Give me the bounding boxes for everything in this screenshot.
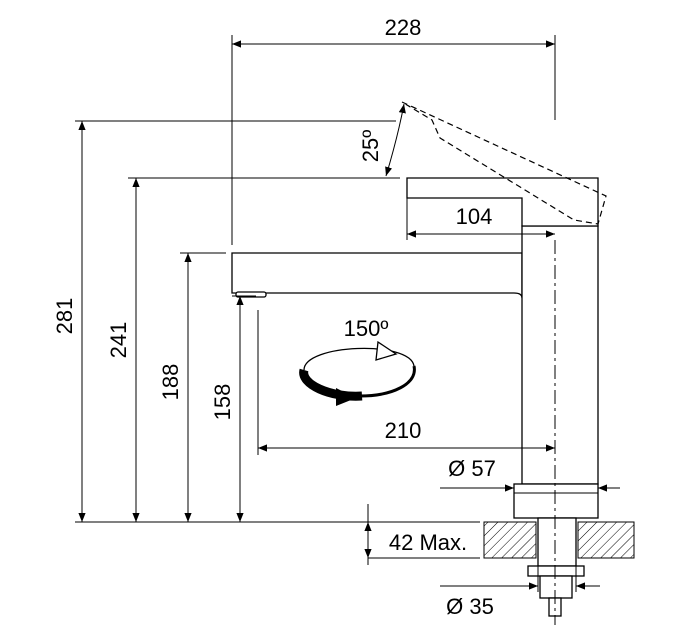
label-spout-reach: 210 — [385, 418, 422, 443]
dim-arc-25 — [385, 103, 406, 177]
lever — [406, 177, 599, 227]
extension-lines — [75, 35, 577, 592]
label-max-counter-thickness: 42 Max. — [389, 530, 467, 555]
threaded-rod — [539, 575, 573, 599]
counter-top-left — [483, 521, 537, 559]
label-lever-height: 241 — [106, 322, 131, 359]
label-shank-diameter: Ø 35 — [446, 594, 494, 619]
lever-open-position — [401, 101, 607, 225]
label-lever-length: 104 — [456, 204, 493, 229]
label-overall-height: 281 — [52, 298, 77, 335]
dimension-labels: 228 25º 104 281 241 188 158 150º 210 Ø 5… — [52, 15, 496, 619]
label-base-diameter: Ø 57 — [448, 456, 496, 481]
label-spout-outlet-height: 158 — [210, 384, 235, 421]
label-overall-width: 228 — [385, 15, 422, 40]
rotation-arrow-icon — [299, 340, 416, 406]
label-spout-top-height: 188 — [158, 364, 183, 401]
counter-top-right — [577, 521, 635, 559]
faucet-body — [231, 101, 607, 519]
faucet-column — [521, 225, 599, 485]
label-rotation: 150º — [344, 316, 389, 341]
spout — [231, 252, 523, 299]
base-flange — [513, 483, 599, 519]
shank — [537, 517, 577, 567]
mounting — [483, 517, 635, 617]
label-lever-angle: 25º — [358, 130, 383, 163]
dimension-lines — [78, 40, 620, 590]
